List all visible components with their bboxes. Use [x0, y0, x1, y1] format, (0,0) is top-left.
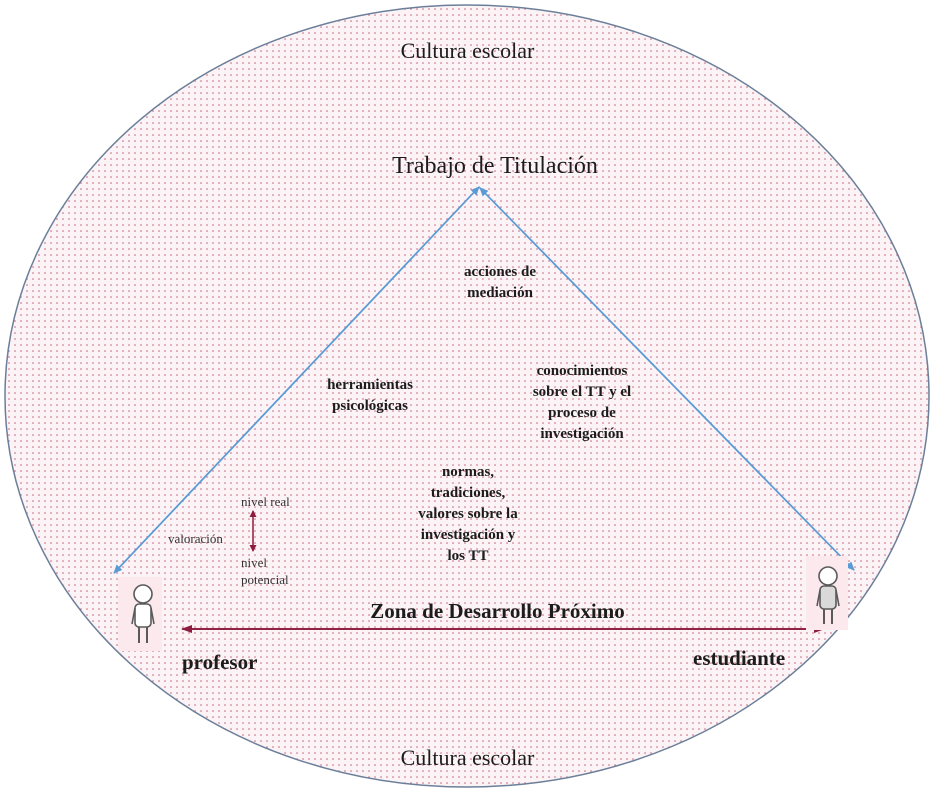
culture-top-label: Cultura escolar [400, 38, 535, 63]
knowledge-line-3: proceso de [548, 405, 616, 421]
level-potential-line-2: potencial [241, 572, 289, 587]
mediation-label: acciones de mediación [420, 262, 580, 304]
level-potential-line-1: nivel [241, 555, 267, 570]
thesis-title: Trabajo de Titulación [392, 153, 598, 179]
level-real-label: nivel real [241, 494, 290, 509]
valuation-label: valoración [168, 531, 223, 546]
school-culture-ellipse [4, 4, 930, 788]
norms-line-5: los TT [447, 548, 489, 564]
teacher-person-icon [118, 577, 162, 651]
norms-line-3: valores sobre la [418, 506, 518, 522]
thesis-to-student-arrow-tail [479, 187, 855, 571]
culture-bottom-label: Cultura escolar [400, 745, 535, 770]
tools-label: herramientas psicológicas [295, 375, 445, 417]
teacher-to-thesis-arrow-tail [113, 186, 480, 574]
tools-line-2: psicológicas [332, 398, 408, 414]
knowledge-line-4: investigación [540, 426, 624, 442]
knowledge-label: conocimientos sobre el TT y el proceso d… [502, 361, 662, 445]
norms-line-2: tradiciones, [430, 485, 506, 501]
tools-line-1: herramientas [327, 377, 413, 393]
knowledge-line-1: conocimientos [536, 363, 628, 379]
mediation-line-1: acciones de [463, 264, 537, 280]
zdp-label: Zona de Desarrollo Próximo [370, 599, 625, 623]
knowledge-line-2: sobre el TT y el [532, 384, 632, 400]
norms-line-1: normas, [441, 464, 495, 480]
student-person-icon [806, 556, 848, 630]
norms-line-4: investigación y [420, 527, 516, 543]
level-potential-label: nivel potencial [241, 554, 289, 588]
mediation-line-2: mediación [467, 285, 533, 301]
norms-label: normas, tradiciones, valores sobre la in… [388, 462, 548, 567]
teacher-label: profesor [182, 650, 258, 674]
student-label: estudiante [693, 646, 786, 670]
